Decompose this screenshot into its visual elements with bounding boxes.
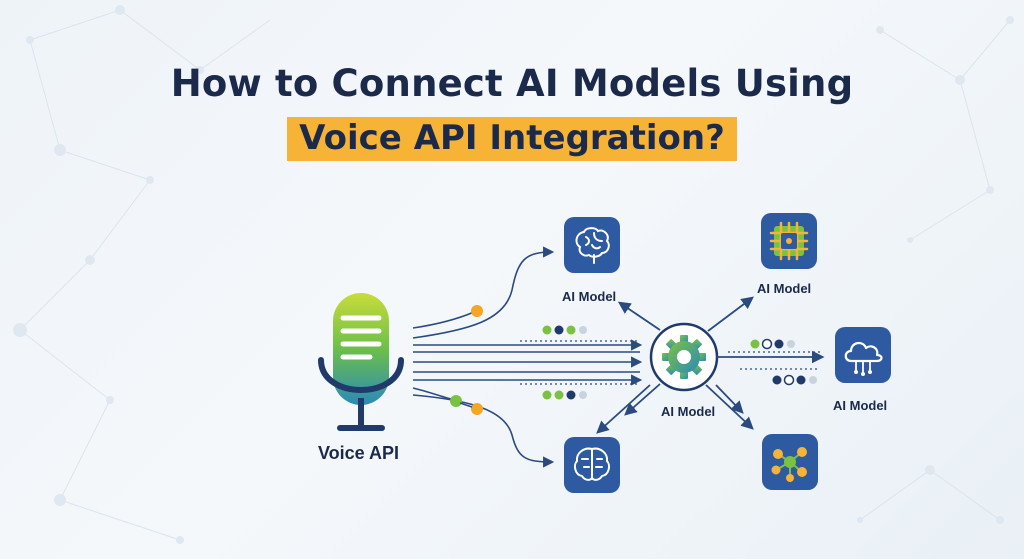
status-dots-upper-right bbox=[750, 338, 795, 350]
hub-arrows bbox=[596, 296, 825, 434]
orange-dot bbox=[471, 305, 483, 317]
connection-lines bbox=[412, 246, 643, 468]
status-dots-lower-right bbox=[772, 374, 817, 386]
title-line-1: How to Connect AI Models Using bbox=[170, 62, 854, 105]
circuit-icon bbox=[769, 221, 809, 261]
ai-model-right-label: AI Model bbox=[833, 398, 888, 413]
microphone-icon bbox=[318, 293, 404, 431]
green-dot bbox=[450, 395, 462, 407]
curve-to-bottom-left-model bbox=[412, 394, 555, 468]
network-icon bbox=[771, 447, 807, 482]
orange-dot bbox=[471, 403, 483, 415]
cloud-icon bbox=[844, 341, 883, 376]
status-dots-lower-left bbox=[542, 390, 587, 400]
dotted-lines bbox=[520, 340, 820, 385]
gear-icon bbox=[662, 335, 706, 379]
ai-model-top-right-label: AI Model bbox=[757, 281, 812, 296]
ai-model-bottom-right bbox=[762, 434, 818, 490]
line-to-bottom-dots bbox=[412, 387, 456, 401]
ai-model-bottom-left bbox=[564, 437, 620, 493]
line-to-top-orange-dot bbox=[412, 311, 475, 329]
ai-model-top-right bbox=[761, 213, 817, 269]
curve-to-top-left-model bbox=[412, 246, 555, 339]
hub-node bbox=[649, 322, 719, 392]
ai-model-right bbox=[835, 327, 891, 383]
title-line-2: Voice API Integration? bbox=[287, 117, 737, 161]
brain-icon bbox=[575, 227, 610, 264]
ai-model-top-left bbox=[564, 217, 620, 273]
ai-model-top-left-label: AI Model bbox=[562, 289, 617, 304]
title-highlight: Voice API Integration? bbox=[0, 117, 1024, 161]
brain-icon bbox=[573, 447, 611, 481]
hub-label: AI Model bbox=[661, 404, 716, 419]
voice-api-label: Voice API bbox=[318, 443, 400, 463]
status-dots-upper-left bbox=[542, 325, 587, 335]
